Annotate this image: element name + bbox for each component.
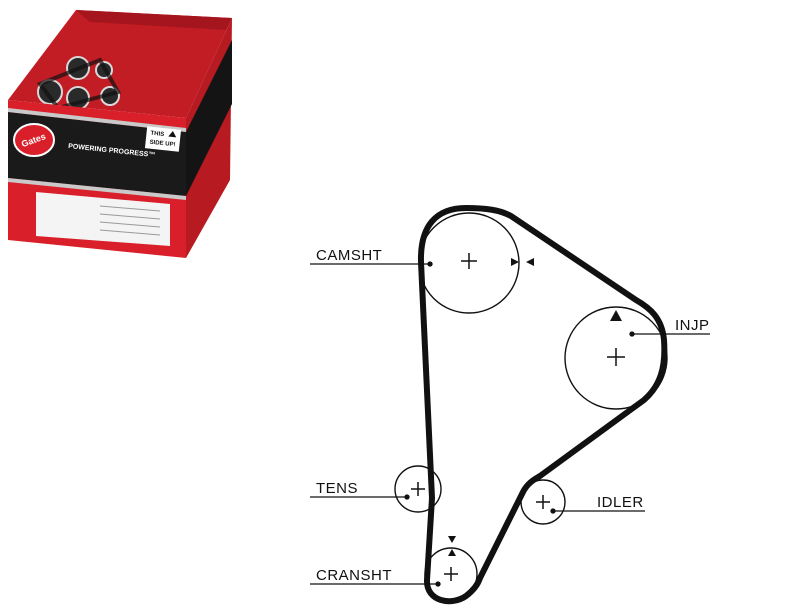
idler-label: IDLER [597, 494, 644, 511]
camshaft-timing-mark-right [526, 258, 534, 266]
injection-pump-center-mark [607, 348, 625, 366]
box-white-label [36, 192, 170, 246]
tensioner-center-mark [411, 482, 425, 496]
camshaft-timing-mark-left [511, 258, 519, 266]
crankshaft-timing-mark-top [448, 536, 456, 543]
idler-center-mark [536, 495, 550, 509]
timing-belt [417, 205, 668, 605]
crankshaft-center-mark [444, 567, 458, 581]
gates-logo [13, 123, 55, 157]
product-box-image: Gates POWERING PROGRESS™ THIS SIDE UP! [8, 10, 232, 258]
tensioner-label: TENS [316, 480, 358, 497]
camshaft-label: CAMSHT [316, 247, 382, 264]
injection-pump-label: INJP [675, 317, 710, 334]
this-side-up-line1: THIS [150, 131, 164, 138]
crankshaft-label: CRANSHT [316, 567, 392, 584]
crankshaft-timing-mark-bottom [448, 549, 456, 556]
tensioner-pulley [394, 465, 442, 513]
this-side-up-line2: SIDE UP! [149, 140, 176, 149]
box-top-shadow [76, 10, 232, 30]
box-top-face [8, 10, 232, 118]
camshaft-center-mark [461, 253, 477, 269]
injection-pump-timing-mark [610, 310, 622, 321]
